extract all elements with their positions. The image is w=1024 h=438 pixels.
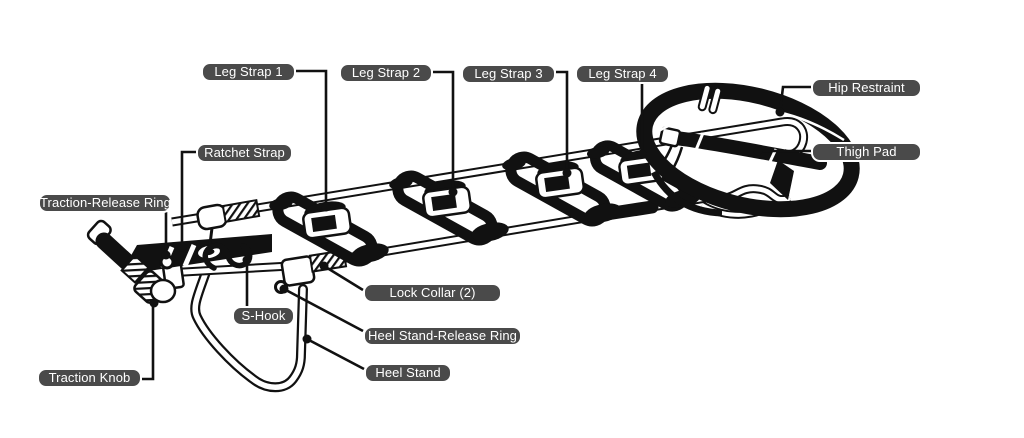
label-traction-knob: Traction Knob <box>37 368 142 388</box>
label-heel-stand: Heel Stand <box>364 363 452 383</box>
leader-hip-restraint <box>775 85 811 117</box>
hip-restraint-buckle <box>697 83 723 115</box>
hip-restraint-art <box>636 82 860 218</box>
leg-strap-2-art <box>389 170 509 246</box>
leader-leg-strap-3 <box>556 70 572 178</box>
lock-collar-far-art <box>221 199 261 223</box>
traction-knob-art <box>133 270 177 304</box>
leader-heel-stand <box>302 334 365 371</box>
leader-leg-strap-2 <box>433 70 458 197</box>
thigh-pad-art <box>657 126 827 171</box>
label-s-hook: S-Hook <box>232 306 295 326</box>
label-leg-strap-2: Leg Strap 2 <box>339 63 433 83</box>
leader-ratchet-strap <box>177 150 196 252</box>
leg-strap-1-art <box>269 191 389 267</box>
label-leg-strap-3: Leg Strap 3 <box>461 64 556 84</box>
label-ratchet-strap: Ratchet Strap <box>196 143 293 163</box>
hip-loop-tail-art <box>650 170 723 217</box>
leader-heel-stand-release-ring <box>279 284 364 333</box>
leader-traction-release-ring <box>161 212 171 260</box>
leader-leg-strap-4 <box>637 82 647 159</box>
frame-inner-bar <box>165 261 291 278</box>
label-heel-stand-release-ring: Heel Stand-Release Ring <box>363 326 522 346</box>
label-hip-restraint: Hip Restraint <box>811 78 922 98</box>
leader-leg-strap-1 <box>296 69 331 212</box>
leader-thigh-pad <box>753 146 811 156</box>
label-leg-strap-4: Leg Strap 4 <box>575 64 670 84</box>
label-leg-strap-1: Leg Strap 1 <box>201 62 296 82</box>
label-traction-release-ring: Traction-Release Ring <box>38 193 172 213</box>
leader-lock-collar <box>319 261 364 292</box>
heel-stand-art <box>190 267 308 393</box>
label-lock-collar: Lock Collar (2) <box>363 283 502 303</box>
leader-s-hook <box>242 255 252 306</box>
label-thigh-pad: Thigh Pad <box>811 142 922 162</box>
leg-strap-3-art <box>502 151 622 227</box>
strap-anchor-art <box>770 160 794 200</box>
leader-traction-knob <box>142 298 159 381</box>
